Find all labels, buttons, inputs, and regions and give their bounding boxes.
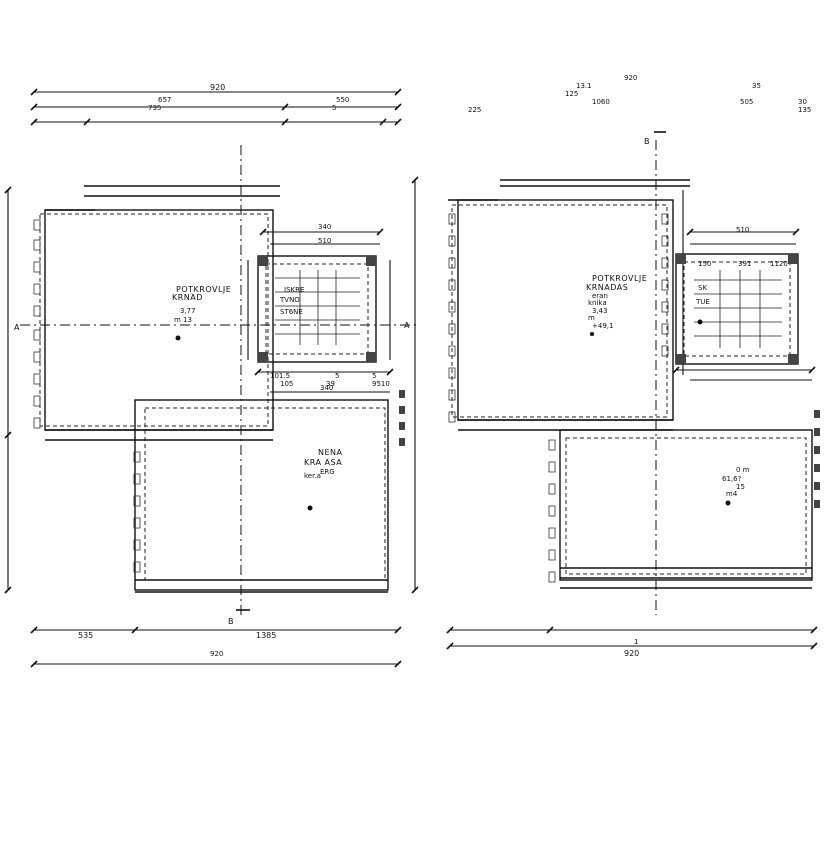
right-room2-line3: 61,6? [722, 475, 742, 483]
left-room1-line3: 3,77 [180, 307, 196, 315]
right-top-dimensions: 920 13.1 35 125 1060 505 30 225 135 [468, 74, 811, 114]
left-bottom-dimensions: 535 1385 920 [30, 626, 402, 668]
left-stair-bottom-3: 5 [372, 372, 376, 380]
right-room1-line5: 3,43 [592, 307, 608, 315]
left-room2-name: NENA [318, 448, 343, 457]
left-room1-name: POTKROVLJE [176, 285, 231, 294]
right-room1-line4: knika [588, 299, 607, 307]
right-stair-row-3: 1120 [770, 260, 788, 268]
left-dim-row2-left: 657 [158, 96, 171, 104]
right-room1-line7: +49,1 [592, 322, 613, 330]
right-room-1: POTKROVLJE KRNADAS eran knika 3,43 m +49… [586, 274, 647, 336]
left-top-dimensions: 920 657 550 735 5 [30, 83, 402, 126]
right-room1-line2: KRNADAS [586, 283, 628, 292]
left-bottom-dim-right: 1385 [256, 631, 276, 640]
left-room1-line4: m 13 [174, 316, 192, 324]
right-dim-small5: 225 [468, 106, 481, 114]
right-room2-line5: m4 [726, 490, 738, 498]
left-stair-dim-top2: 510 [318, 237, 331, 245]
right-dim-small1: 135 [798, 106, 811, 114]
right-stair-dim-top: 510 [736, 226, 749, 234]
left-room1-line2: KRNAD [172, 293, 203, 302]
left-dim-row2-right: 550 [336, 96, 349, 104]
left-section-b: B [228, 617, 234, 626]
left-stair-bottom-1: 101.5 [270, 372, 290, 380]
right-wall-window-marks [448, 213, 669, 583]
right-room2-line2: 0 m [736, 466, 750, 474]
right-dim-small6: 35 [752, 82, 761, 90]
right-section-b: B [644, 137, 650, 146]
right-bottom-mark: 1 [634, 638, 638, 646]
left-bottom-dim-left: 535 [78, 631, 93, 640]
left-staircase: 340 510 ISKRE TVNO ST6NE 101.5 [247, 223, 394, 393]
left-hatched-marks [399, 390, 405, 446]
left-dim-overall: 920 [210, 83, 225, 92]
left-stair-bottom-2: 5 [335, 372, 339, 380]
left-stair-bottom3: 340 [320, 384, 333, 392]
left-room2-line4: ker.a [304, 472, 321, 480]
left-section-a-left: A [14, 323, 20, 332]
left-right-side-dimension: A [404, 176, 419, 594]
right-hatched-marks [814, 410, 820, 508]
left-room-2: NENA KRA ASA ERG ker.a [304, 448, 343, 511]
right-room1-name: POTKROVLJE [592, 274, 647, 283]
right-stair-row-2: 391 [738, 260, 751, 268]
right-room1-line3: eran [592, 292, 608, 300]
left-side-dimension: A [4, 186, 20, 594]
right-room1-line6: m [588, 314, 595, 322]
right-bottom-dimensions: 1 920 [446, 626, 818, 658]
right-dim-small4: 30 [798, 98, 807, 106]
left-stair-dim-top: 340 [318, 223, 331, 231]
right-staircase: 510 150 391 1120 SK TUE [672, 226, 816, 381]
left-dim-row3-left: 735 [148, 104, 161, 112]
left-bottom-dim-overall: 920 [210, 650, 223, 658]
left-stair-bottom2-2: 39 [326, 380, 335, 388]
right-stair-label-2: TUE [695, 298, 710, 306]
left-stair-bottom2-1: 105 [280, 380, 293, 388]
left-wall-window-marks [33, 219, 141, 573]
right-dim-small2: 1060 [592, 98, 610, 106]
right-dim-small7: 13.1 [576, 82, 592, 90]
left-dim-row3-right: 5 [332, 104, 336, 112]
left-room2-line3: ERG [320, 468, 335, 476]
right-stair-label-1: SK [698, 284, 707, 292]
left-section-a-right: A [404, 321, 410, 330]
right-walls [448, 179, 813, 589]
right-dim-small8: 125 [565, 90, 578, 98]
left-stair-label-1: ISKRE [284, 286, 304, 294]
left-room-1: POTKROVLJE KRNAD 3,77 m 13 [172, 285, 231, 341]
left-stair-bottom2-3: 9510 [372, 380, 390, 388]
right-stair-row-1: 150 [698, 260, 711, 268]
left-stair-label-3: ST6NE [280, 308, 303, 316]
right-room2-line4: 15 [736, 483, 745, 491]
left-stair-label-2: TVNO [279, 296, 300, 304]
right-plan: 920 13.1 35 125 1060 505 30 225 135 B [446, 74, 820, 658]
left-plan: 920 657 550 735 5 [4, 83, 420, 668]
right-bottom-dim-overall: 920 [624, 649, 639, 658]
right-dim-overall: 920 [624, 74, 637, 82]
left-room2-line2: KRA ASA [304, 458, 342, 467]
right-room-2: 0 m 61,6? 15 m4 [722, 466, 750, 506]
left-walls [39, 185, 389, 593]
right-dim-small3: 505 [740, 98, 753, 106]
